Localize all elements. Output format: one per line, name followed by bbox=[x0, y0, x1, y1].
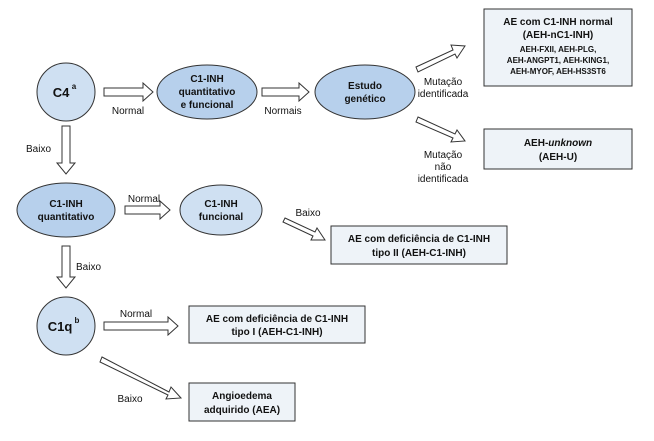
arrow-shape bbox=[103, 81, 154, 103]
node-c4: C4 a bbox=[36, 62, 96, 122]
arrow-shape bbox=[415, 116, 466, 143]
arrow-quant-down-to-c1q bbox=[55, 245, 77, 289]
estudo-genetico-ellipse bbox=[314, 64, 416, 120]
node-angioedema-adquirido: Angioedema adquirido (AEA) bbox=[188, 382, 296, 422]
arrow-shape bbox=[55, 125, 77, 175]
ae-normal-title2: (AEH-nC1-INH) bbox=[523, 30, 594, 41]
label-c4-baixo: Baixo bbox=[26, 144, 51, 155]
c1inh-quant-line2: quantitativo bbox=[38, 212, 95, 223]
aeh-unknown-box bbox=[483, 128, 633, 170]
c1inh-func-line1: C1-INH bbox=[204, 199, 237, 210]
aeh-unknown-line1: AEH-unknown bbox=[524, 138, 592, 149]
label-mutacao-nao-identificada-2: não bbox=[435, 162, 452, 173]
arrow-shape bbox=[282, 217, 326, 241]
arrow-func-to-tipo2 bbox=[282, 217, 326, 241]
arrow-estudo-to-aeh-unknown bbox=[415, 116, 466, 143]
label-mutacao-nao-identificada-3: identificada bbox=[418, 174, 469, 185]
label-mutacao-identificada-2: identificada bbox=[418, 89, 469, 100]
c1inh-quant-ellipse bbox=[16, 182, 116, 238]
aea-line1: Angioedema bbox=[212, 391, 272, 402]
c1inh-quant-func-ellipse bbox=[156, 64, 258, 120]
estudo-genetico-line2: genético bbox=[344, 94, 385, 105]
c4-superscript: a bbox=[72, 82, 77, 91]
label-quant-baixo: Baixo bbox=[76, 262, 101, 273]
node-ae-c1inh-normal: AE com C1-INH normal (AEH-nC1-INH) AEH-F… bbox=[483, 8, 633, 87]
arrow-c1q-to-aea bbox=[99, 356, 183, 400]
node-aeh-unknown: AEH-unknown (AEH-U) bbox=[483, 128, 633, 170]
c4-label: C4 bbox=[53, 85, 70, 100]
aeh-unknown-line2: (AEH-U) bbox=[539, 152, 577, 163]
arrow-c4-to-c1inh bbox=[103, 81, 154, 103]
c1q-circle bbox=[36, 296, 96, 356]
ae-normal-list-1: AEH-FXII, AEH-PLG, bbox=[520, 45, 597, 54]
ae-normal-list-2: AEH-ANGPT1, AEH-KING1, bbox=[507, 56, 609, 65]
c1inh-quant-func-line2: quantitativo bbox=[179, 87, 236, 98]
arrow-quant-to-func bbox=[124, 199, 171, 221]
c1inh-func-ellipse bbox=[179, 184, 263, 236]
arrow-c4-down-to-c1inh-quant bbox=[55, 125, 77, 175]
arrow-shape bbox=[261, 81, 310, 103]
aea-box bbox=[188, 382, 296, 422]
c1q-label: C1q bbox=[48, 319, 73, 334]
arrow-c1inh-to-estudo bbox=[261, 81, 310, 103]
estudo-genetico-line1: Estudo bbox=[348, 81, 382, 92]
ae-tipo2-line2: tipo II (AEH-C1-INH) bbox=[372, 248, 466, 259]
node-c1inh-quantitativo: C1-INH quantitativo bbox=[16, 182, 116, 238]
c1inh-quant-line1: C1-INH bbox=[49, 199, 82, 210]
c4-circle bbox=[36, 62, 96, 122]
c1inh-quant-func-line3: e funcional bbox=[181, 100, 234, 111]
ae-tipo1-line2: tipo I (AEH-C1-INH) bbox=[231, 327, 322, 338]
ae-normal-box bbox=[483, 8, 633, 87]
label-quant-normal: Normal bbox=[128, 194, 160, 205]
arrow-shape bbox=[99, 356, 183, 400]
node-ae-deficiencia-tipo1: AE com deficiência de C1-INH tipo I (AEH… bbox=[188, 305, 366, 344]
arrow-shape bbox=[103, 315, 179, 337]
arrow-shape bbox=[55, 245, 77, 289]
c1q-superscript: b bbox=[75, 316, 80, 325]
node-ae-deficiencia-tipo2: AE com deficiência de C1-INH tipo II (AE… bbox=[330, 225, 508, 265]
label-c4-normal: Normal bbox=[112, 106, 144, 117]
node-c1q: C1q b bbox=[36, 296, 96, 356]
ae-tipo2-line1: AE com deficiência de C1-INH bbox=[348, 234, 490, 245]
label-func-baixo: Baixo bbox=[295, 208, 320, 219]
label-mutacao-identificada-1: Mutação bbox=[424, 77, 463, 88]
arrow-shape bbox=[415, 44, 466, 73]
node-c1inh-funcional: C1-INH funcional bbox=[179, 184, 263, 236]
ae-normal-list-3: AEH-MYOF, AEH-HS3ST6 bbox=[510, 67, 606, 76]
ae-tipo1-line1: AE com deficiência de C1-INH bbox=[206, 314, 348, 325]
arrow-shape bbox=[124, 199, 171, 221]
ae-tipo1-box bbox=[188, 305, 366, 344]
c1inh-func-line2: funcional bbox=[199, 212, 244, 223]
label-normais: Normais bbox=[264, 106, 301, 117]
label-c1q-baixo: Baixo bbox=[117, 394, 142, 405]
node-c1inh-quantitativo-funcional: C1-INH quantitativo e funcional bbox=[156, 64, 258, 120]
node-estudo-genetico: Estudo genético bbox=[314, 64, 416, 120]
ae-tipo2-box bbox=[330, 225, 508, 265]
aea-line2: adquirido (AEA) bbox=[204, 405, 280, 416]
ae-normal-title1: AE com C1-INH normal bbox=[503, 17, 613, 28]
arrow-estudo-to-ae-normal bbox=[415, 44, 466, 73]
c1inh-quant-func-line1: C1-INH bbox=[190, 74, 223, 85]
label-mutacao-nao-identificada-1: Mutação bbox=[424, 150, 463, 161]
label-c1q-normal: Normal bbox=[120, 309, 152, 320]
arrow-c1q-to-tipo1 bbox=[103, 315, 179, 337]
